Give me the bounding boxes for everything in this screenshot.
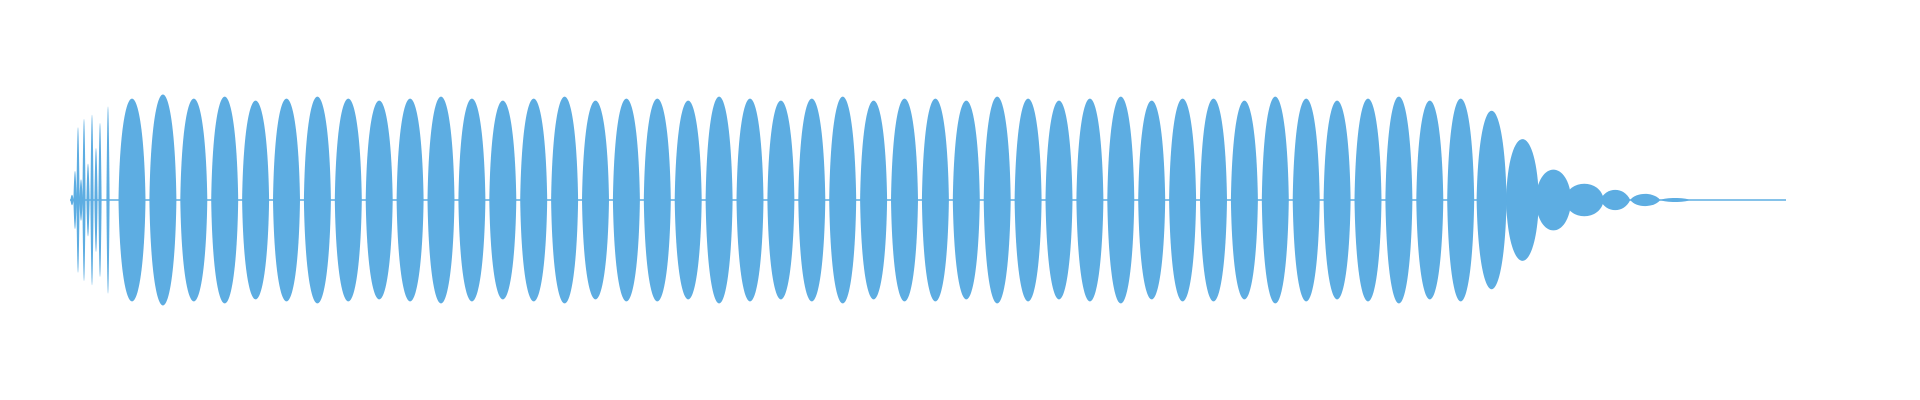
waveform-lobe xyxy=(1014,98,1042,302)
waveform-onset-spike xyxy=(106,106,110,294)
waveform-lobe xyxy=(1261,96,1289,304)
waveform-lobe xyxy=(365,100,393,300)
waveform-lobe xyxy=(829,96,857,304)
waveform-tail-lobe xyxy=(1630,193,1661,207)
waveform-lobe xyxy=(458,98,486,302)
waveform-lobe xyxy=(1354,98,1382,302)
waveform-tail-lobe xyxy=(1600,189,1631,211)
waveform-lobe xyxy=(520,98,548,302)
waveform-onset-spike xyxy=(76,127,80,273)
waveform-lobe xyxy=(1385,96,1413,304)
waveform-lobe xyxy=(1045,100,1073,300)
waveform-onset-spike xyxy=(82,118,86,282)
waveform-onset-spike xyxy=(98,123,102,277)
waveform-lobe xyxy=(1506,139,1539,261)
waveform-lobe xyxy=(1535,169,1572,231)
waveform-tail-lobe xyxy=(1660,197,1691,203)
waveform-onset-spike xyxy=(79,179,83,221)
waveform-lobe xyxy=(211,96,239,304)
waveform-lobe xyxy=(1200,98,1227,302)
waveform-lobe xyxy=(798,98,826,302)
waveform-lobe xyxy=(427,96,455,304)
waveform-lobe xyxy=(674,100,702,300)
waveform-lobe xyxy=(1323,100,1351,300)
waveform-lobe xyxy=(273,98,300,302)
waveform-lobe xyxy=(180,98,208,302)
waveform-lobe xyxy=(1076,98,1104,302)
waveform-lobe xyxy=(767,100,795,300)
waveform-lobe xyxy=(643,98,671,302)
waveform-lobe xyxy=(952,100,980,300)
waveform-lobe xyxy=(1476,110,1507,290)
waveform-lobe xyxy=(1230,100,1258,300)
waveform-lobe xyxy=(891,98,918,302)
waveform-lobe xyxy=(1169,98,1197,302)
waveform-lobe xyxy=(736,98,764,302)
waveform-onset-spike xyxy=(70,194,74,206)
waveform-lobe xyxy=(1447,98,1475,302)
waveform-lobe xyxy=(242,100,270,300)
waveform-lobe xyxy=(983,96,1011,304)
waveform-lobe xyxy=(489,100,517,300)
waveform-lobe xyxy=(334,98,362,302)
waveform-lobe xyxy=(612,98,640,302)
waveform-lobe xyxy=(860,100,888,300)
waveform-lobe xyxy=(396,98,424,302)
waveform-lobe xyxy=(149,94,177,306)
waveform-onset-spike xyxy=(94,148,98,252)
waveform-onset-spike xyxy=(86,163,90,237)
waveform-lobe xyxy=(1138,100,1166,300)
waveform-lobe xyxy=(118,98,146,302)
waveform-lobe xyxy=(1416,100,1444,300)
waveform-lobe xyxy=(303,96,331,304)
waveform-lobe xyxy=(582,100,609,300)
waveform-lobe xyxy=(1107,96,1135,304)
waveform-onset-spike xyxy=(73,170,77,230)
waveform-lobe xyxy=(921,98,949,302)
waveform-lobe xyxy=(705,96,733,304)
waveform-lobe xyxy=(1292,98,1320,302)
waveform-lobe xyxy=(1564,183,1604,217)
waveform-onset-spike xyxy=(90,114,94,286)
waveform-lobe xyxy=(551,96,579,304)
